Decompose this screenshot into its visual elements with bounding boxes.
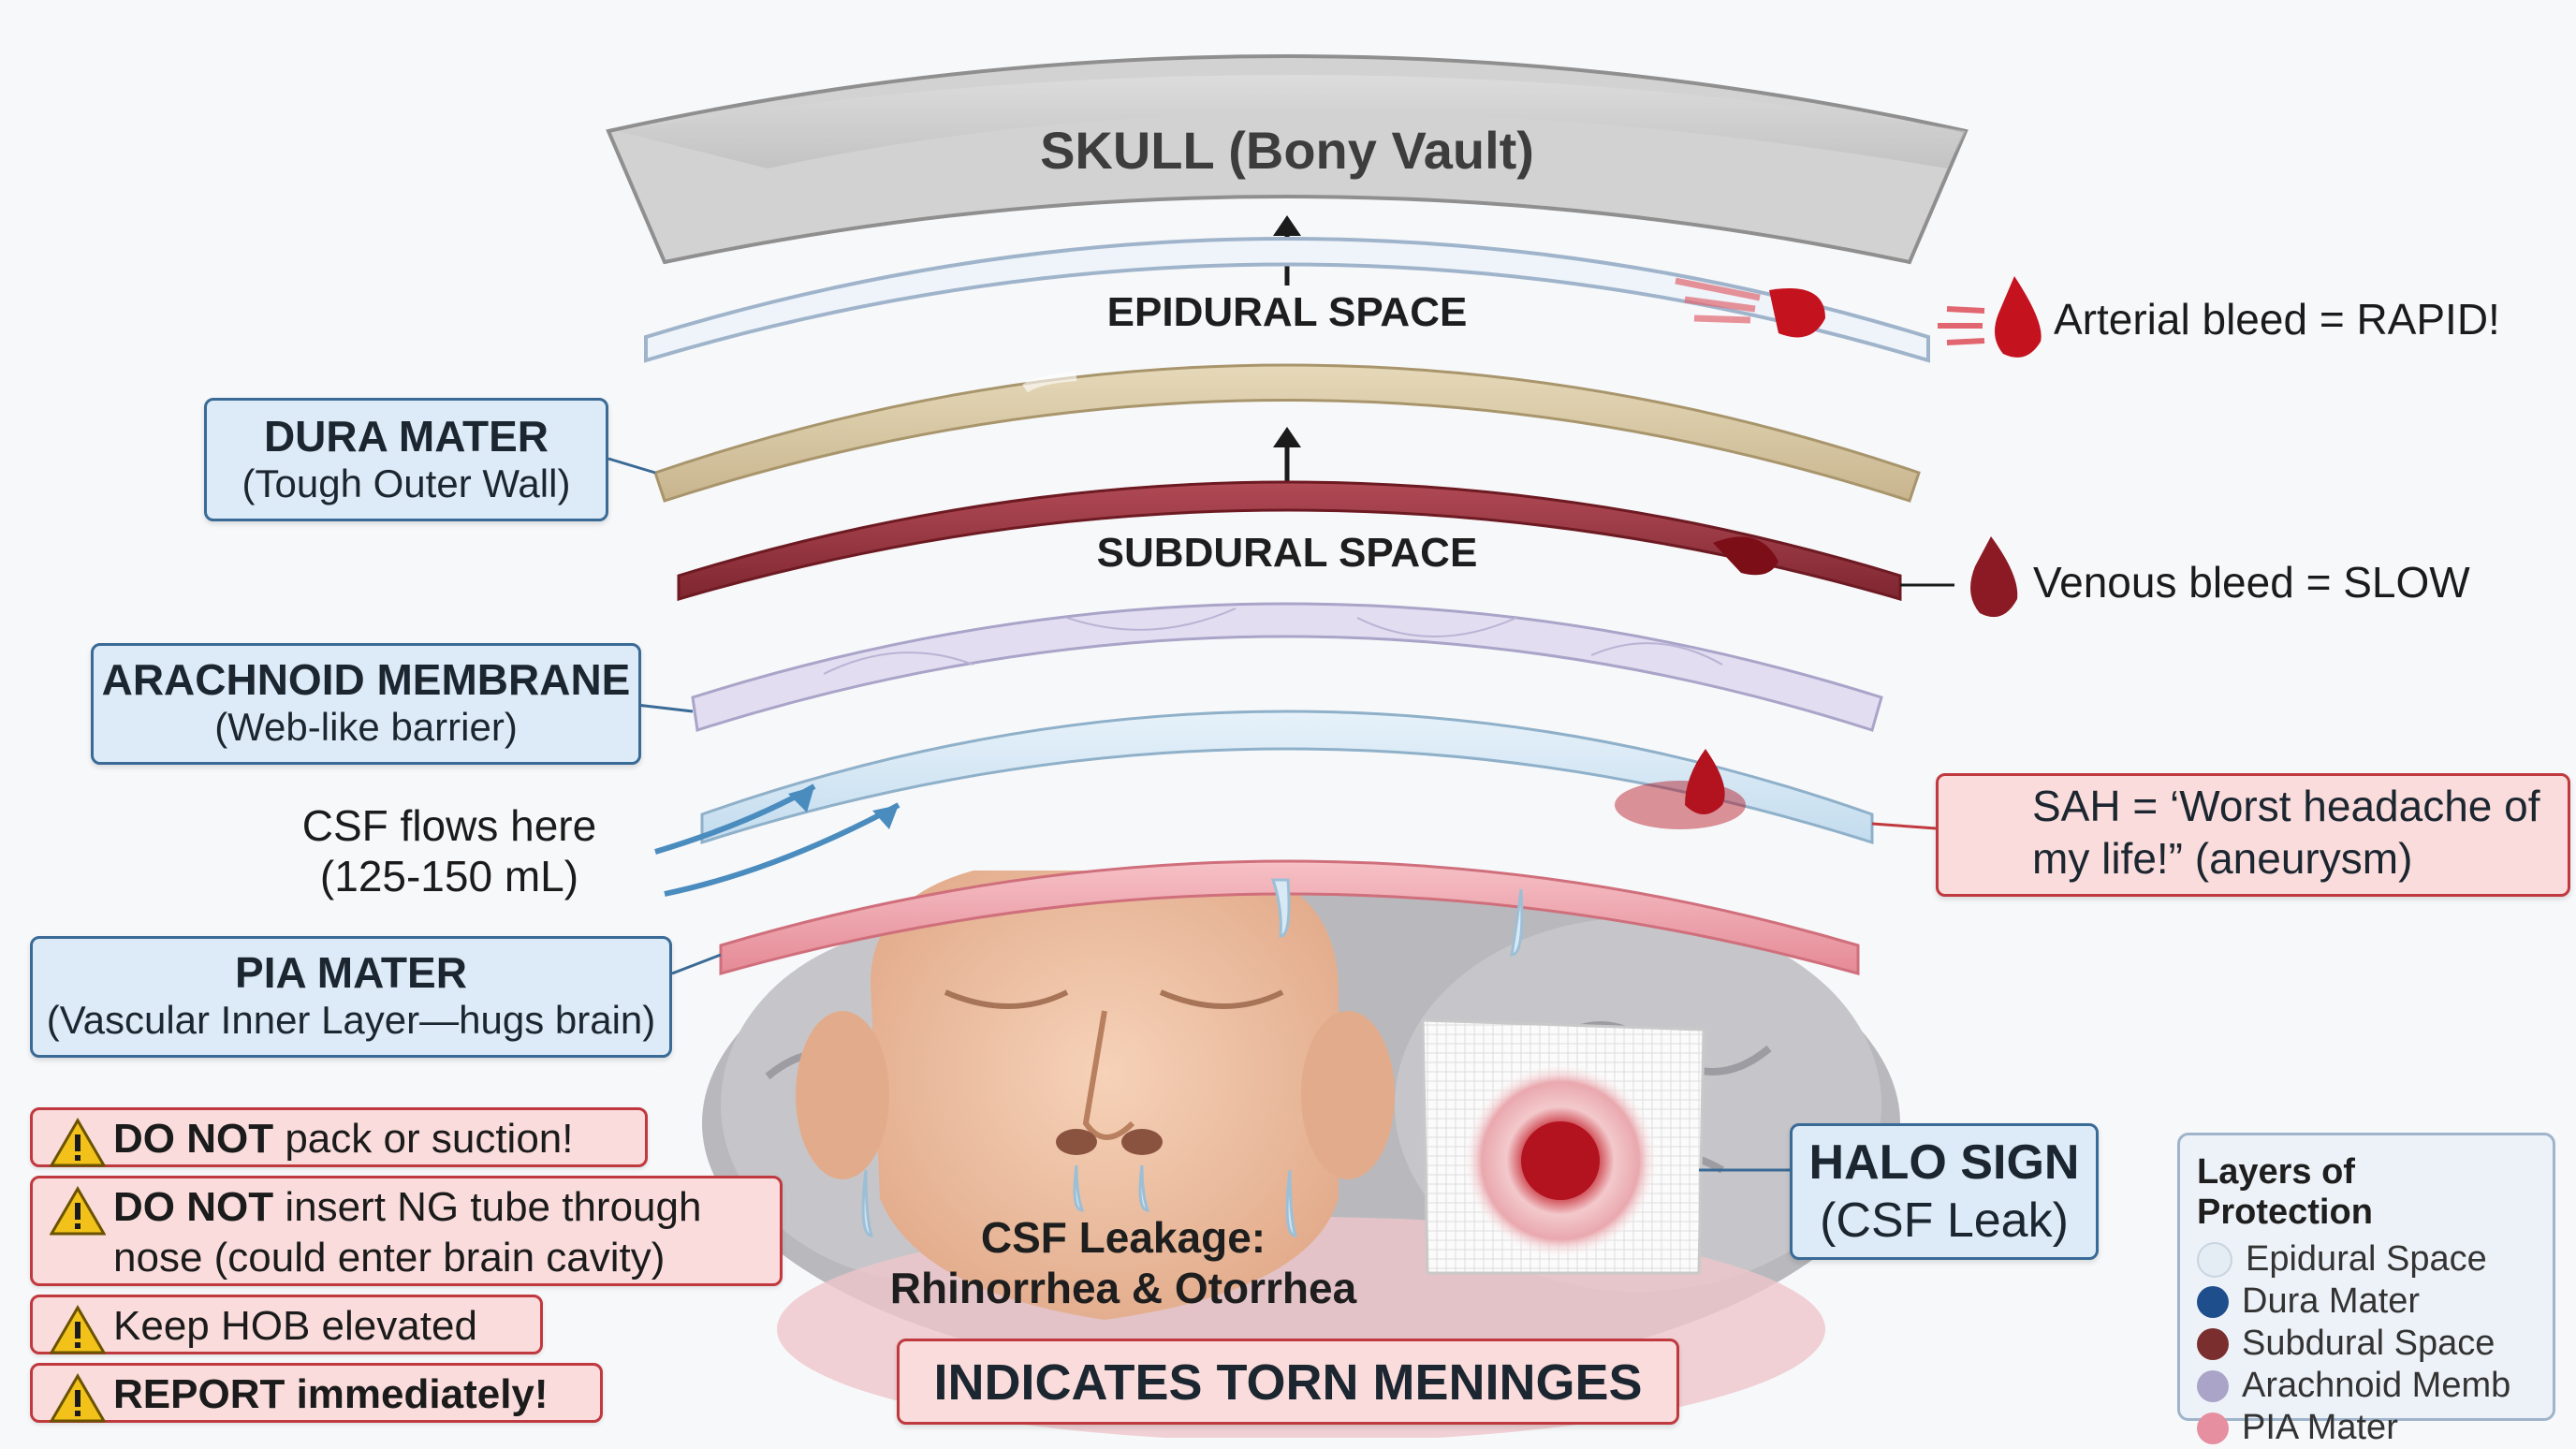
venous-blood-drop-icon: [1713, 536, 1778, 576]
halo-sign-gauze: [1421, 1018, 1705, 1275]
warning-2-line2: nose (could enter brain cavity): [113, 1235, 666, 1281]
legend: Layers of Protection Epidural Space Dura…: [2177, 1133, 2555, 1447]
arachnoid-membrane-box: ARACHNOID MEMBRANE (Web-like barrier): [91, 643, 641, 765]
legend-swatch: [2197, 1412, 2229, 1444]
torn-meninges-text: INDICATES TORN MENINGES: [933, 1354, 1643, 1411]
sah-blood-drop-icon: [1685, 749, 1725, 814]
arachnoid-layer: [691, 602, 1883, 732]
pia-mater-box: PIA MATER (Vascular Inner Layer—hugs bra…: [30, 936, 672, 1058]
arachnoid-membrane-subtitle: (Web-like barrier): [214, 705, 518, 749]
face-illustration: [796, 871, 1395, 1320]
subdural-layer: [677, 480, 1902, 602]
dura-mater-box: DURA MATER (Tough Outer Wall): [204, 398, 608, 521]
legend-item-arachnoid: Arachnoid Memb: [2197, 1365, 2536, 1407]
legend-swatch: [2197, 1327, 2229, 1360]
warning-icon: [50, 1118, 106, 1167]
warning-no-packing: DO NOT pack or suction!: [30, 1107, 648, 1167]
dura-mater-subtitle: (Tough Outer Wall): [242, 461, 571, 505]
pia-layer: [719, 859, 1860, 975]
csf-flow-line1: CSF flows here: [301, 801, 597, 850]
torn-meninges-banner: INDICATES TORN MENINGES: [897, 1339, 1679, 1425]
legend-item-dura: Dura Mater: [2197, 1281, 2536, 1323]
legend-label: Epidural Space: [2246, 1239, 2487, 1279]
arterial-bleed-label: Arterial bleed = RAPID!: [2054, 295, 2500, 344]
warning-2-text: insert NG tube through: [273, 1184, 702, 1230]
legend-item-epidural: Epidural Space: [2197, 1238, 2536, 1281]
legend-swatch: [2197, 1369, 2229, 1402]
venous-bleed-label: Venous bleed = SLOW: [2033, 558, 2470, 607]
csf-subarachnoid-layer: [700, 710, 1874, 845]
arterial-bleed-icon: [1938, 276, 2042, 358]
skull-label: SKULL (Bony Vault): [1040, 121, 1534, 180]
csf-leakage-line1: CSF Leakage:: [980, 1213, 1266, 1262]
legend-swatch: [2197, 1285, 2229, 1318]
pia-mater-subtitle: (Vascular Inner Layer—hugs brain): [46, 998, 656, 1042]
legend-item-pia: PIA Mater: [2197, 1407, 2536, 1449]
legend-label: Subdural Space: [2242, 1324, 2496, 1363]
csf-flow-label: CSF flows here (125-150 mL): [281, 800, 618, 901]
arachnoid-membrane-title: ARACHNOID MEMBRANE: [101, 655, 631, 704]
warning-3-text: Keep HOB elevated: [113, 1303, 477, 1349]
legend-label: Dura Mater: [2242, 1281, 2421, 1321]
warning-report: REPORT immediately!: [30, 1363, 603, 1423]
csf-leakage-line2: Rhinorrhea & Otorrhea: [889, 1264, 1357, 1312]
legend-label: PIA Mater: [2242, 1408, 2398, 1447]
legend-label: Arachnoid Memb: [2242, 1366, 2511, 1405]
sah-line2: my life!” (aneurysm): [2032, 834, 2413, 883]
legend-swatch: [2197, 1241, 2232, 1278]
warning-4-bold: REPORT immediately!: [113, 1371, 549, 1417]
arterial-blood-drop-icon: [1769, 288, 1825, 338]
venous-bleed-icon: [1970, 536, 2018, 618]
halo-sign-subtitle: (CSF Leak): [1820, 1193, 2069, 1248]
epidural-space-label: EPIDURAL SPACE: [1107, 289, 1468, 335]
csf-leakage-label: CSF Leakage: Rhinorrhea & Otorrhea: [824, 1212, 1423, 1313]
warning-2-bold: DO NOT: [113, 1184, 274, 1230]
warning-icon-2: [50, 1186, 106, 1236]
halo-sign-title: HALO SIGN: [1808, 1135, 2080, 1190]
epidural-layer: [644, 237, 1930, 363]
warning-icon-3: [50, 1305, 106, 1354]
pia-mater-title: PIA MATER: [235, 948, 467, 997]
warning-1-bold: DO NOT: [113, 1116, 274, 1162]
sah-box: SAH = ‘Worst headache of my life!” (aneu…: [1936, 773, 2570, 897]
csf-flow-line2: (125-150 mL): [319, 852, 579, 900]
skull-layer: [606, 54, 1969, 265]
warning-icon-4: [50, 1373, 106, 1423]
subdural-space-label: SUBDURAL SPACE: [1097, 530, 1478, 576]
legend-item-subdural: Subdural Space: [2197, 1323, 2536, 1365]
warning-1-text: pack or suction!: [273, 1116, 574, 1162]
legend-title: Layers of Protection: [2197, 1152, 2373, 1232]
sah-line1: SAH = ‘Worst headache of: [2032, 782, 2540, 830]
warning-hob-elevated: Keep HOB elevated: [30, 1295, 543, 1354]
warning-no-ng-tube: DO NOT insert NG tube through nose (coul…: [30, 1176, 783, 1286]
halo-sign-box: HALO SIGN (CSF Leak): [1790, 1123, 2099, 1260]
dura-mater-title: DURA MATER: [263, 412, 549, 461]
